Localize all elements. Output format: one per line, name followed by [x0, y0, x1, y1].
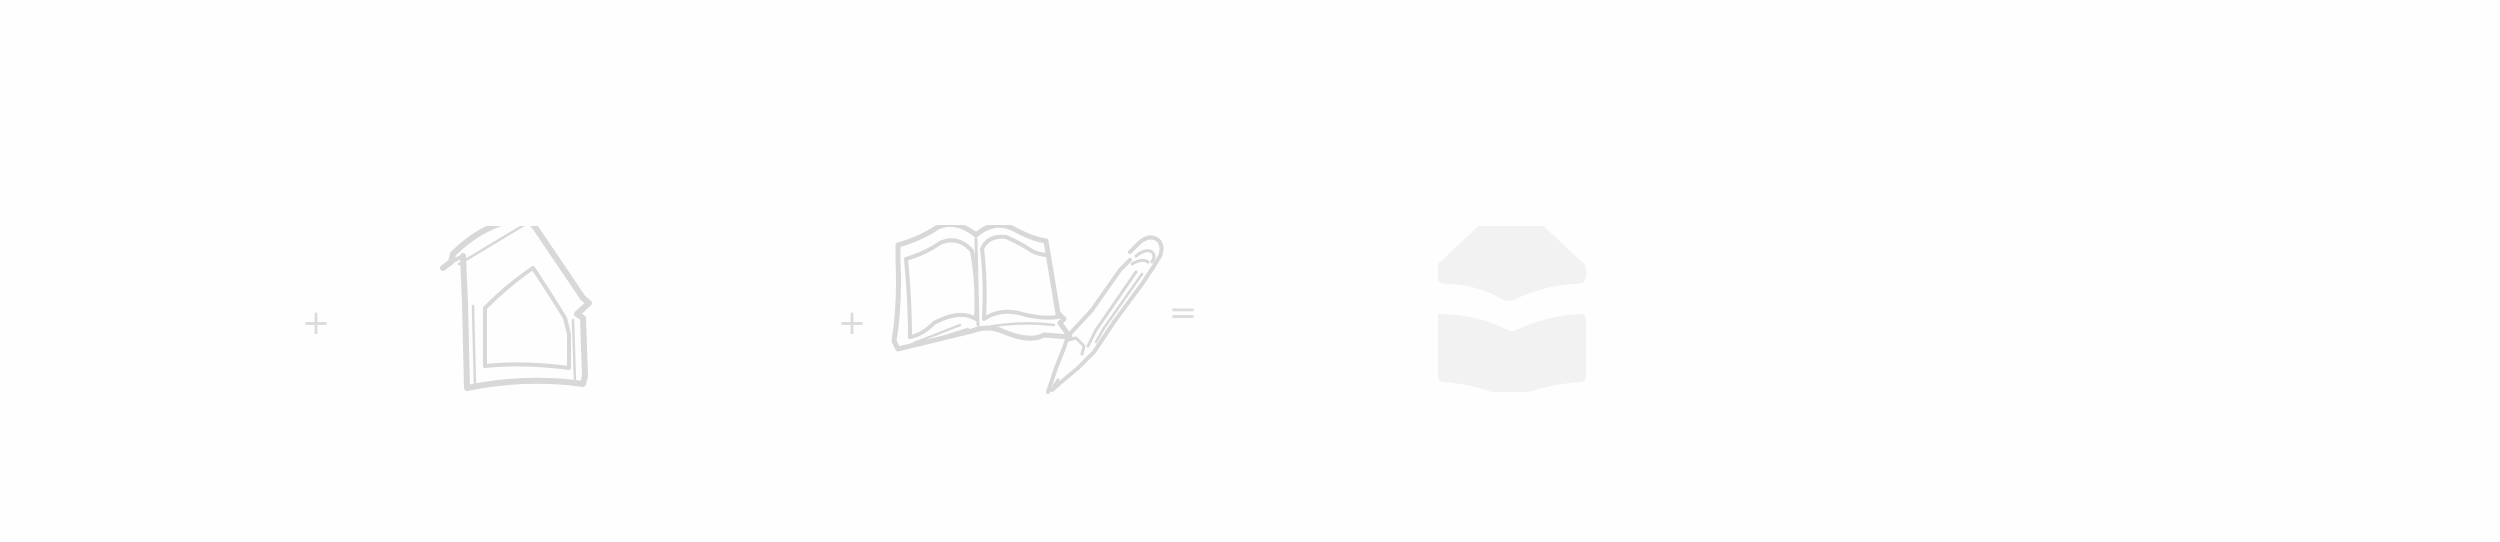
plus-operator: +: [837, 303, 867, 343]
open-book-outline-icon: [884, 225, 1114, 385]
pencil-outline-icon: [1046, 230, 1173, 412]
equals-operator: =: [1168, 293, 1198, 333]
house-outline-icon: [433, 226, 613, 396]
house-book-filled-icon: [1430, 226, 1610, 392]
plus-operator: +: [301, 303, 331, 343]
